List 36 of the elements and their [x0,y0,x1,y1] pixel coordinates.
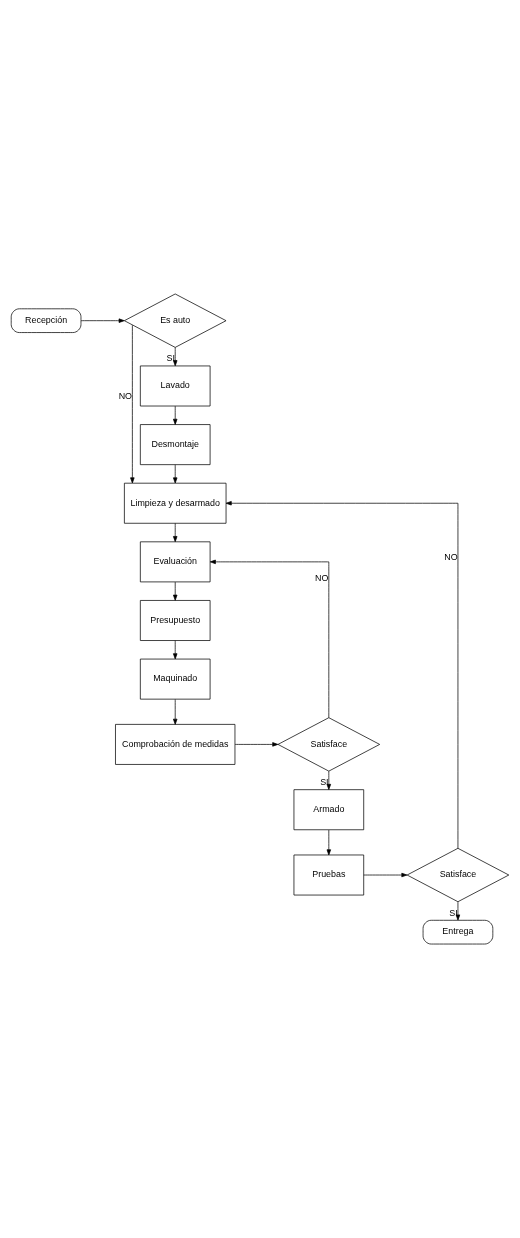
arrow [455,901,461,921]
arrow [326,770,331,790]
edge-label: SI [320,776,329,787]
arrow [363,872,408,878]
arrow [225,501,459,849]
node-box: Recepción [10,308,82,333]
edge-label: NO [315,572,329,583]
arrow [326,829,331,856]
arrow [173,581,178,601]
node-box: Lavado [139,365,211,407]
node-box: Presupuesto [139,600,211,641]
node-box: Entrega [422,919,494,945]
node-diamond: Satisface [277,717,381,772]
node-diamond: Satisface [406,847,510,903]
node-box: Evaluación [139,541,211,583]
node-box: Desmontaje [139,424,211,465]
edge-label: SI [449,907,458,918]
arrow [234,742,279,747]
arrow [173,464,178,484]
arrow [173,699,178,725]
arrow [173,405,178,425]
edge-label: SI [166,353,175,364]
arrow [80,318,125,323]
node-box: Maquinado [139,658,211,700]
node-box: Armado [293,789,365,831]
node-box: Comprobación de medidas [115,724,236,765]
edge-label: NO [118,390,132,401]
arrow [173,523,178,542]
node-box: Pruebas [293,854,365,896]
edge-label: NO [444,551,458,562]
arrow [173,347,178,367]
node-diamond: Es auto [124,293,227,348]
arrow [209,559,330,719]
node-box: Limpieza y desarmado [124,482,227,524]
arrow [130,324,135,484]
arrow [173,640,178,660]
